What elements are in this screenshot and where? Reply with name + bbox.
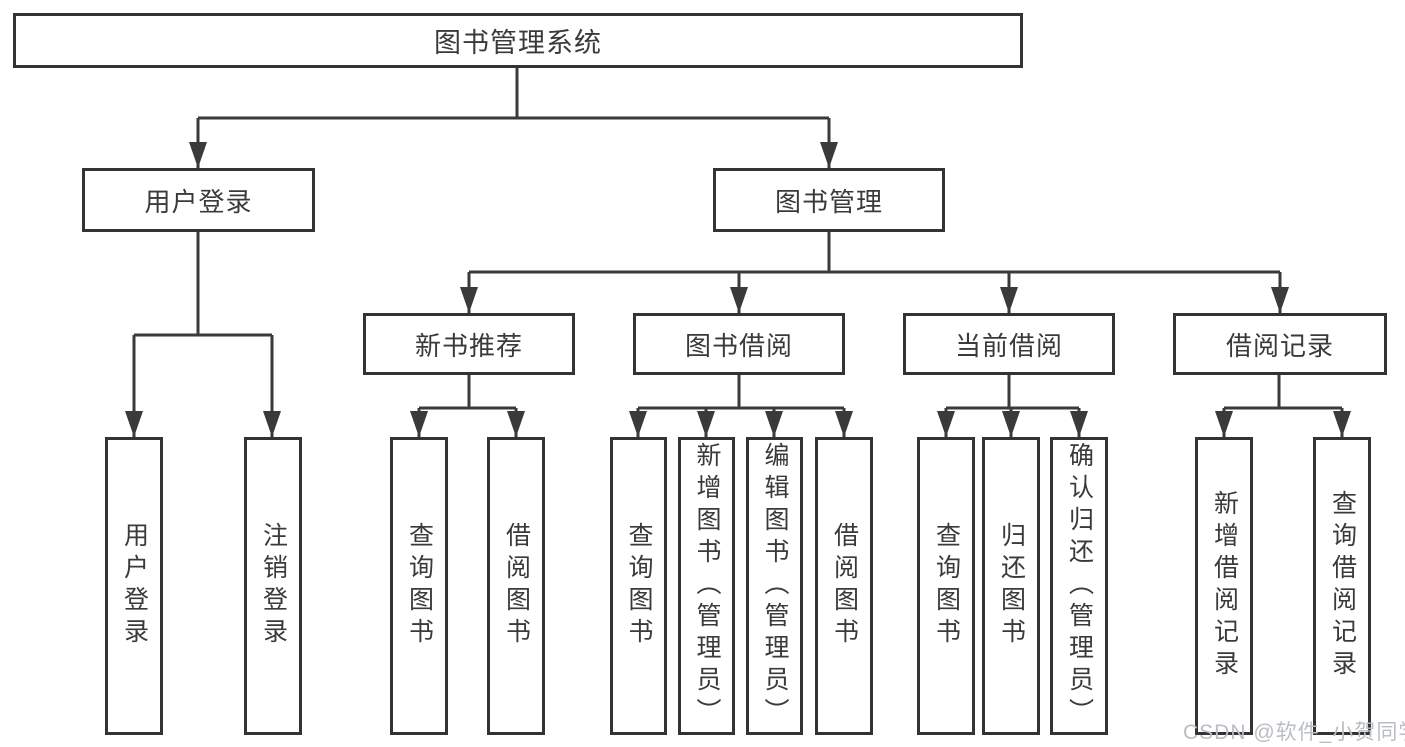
leaf-borrow-books-recommend: 借阅图书 [487,437,545,735]
leaf-logout: 注销登录 [244,437,302,735]
node-label: 图书管理 [774,186,883,217]
leaf-query-books-recommend: 查询图书 [390,437,448,735]
node-label: 新增图书（管理员） [693,442,721,730]
leaf-query-borrow-record: 查询借阅记录 [1313,437,1371,735]
node-user-login: 用户登录 [82,168,315,232]
node-label: 查询图书 [405,522,434,650]
leaf-query-books-current: 查询图书 [917,437,975,735]
node-label: 借阅图书 [830,522,859,650]
node-label: 查询图书 [625,522,653,650]
node-current-borrow: 当前借阅 [903,313,1115,375]
node-label: 编辑图书（管理员） [761,442,789,730]
node-label: 注销登录 [259,522,288,650]
leaf-add-books-admin: 新增图书（管理员） [678,437,735,735]
leaf-query-books-borrow: 查询图书 [610,437,667,735]
leaf-borrow-books: 借阅图书 [815,437,873,735]
node-new-book-recommend: 新书推荐 [363,313,575,375]
node-root-system: 图书管理系统 [13,13,1023,68]
node-label: 借阅图书 [502,522,531,650]
node-label: 查询图书 [932,522,961,650]
node-label: 图书借阅 [684,330,793,361]
node-label: 新增借阅记录 [1210,490,1239,682]
node-label: 确认归还（管理员） [1065,442,1094,730]
node-label: 用户登录 [120,522,149,650]
node-label: 新书推荐 [414,330,523,361]
leaf-edit-books-admin: 编辑图书（管理员） [746,437,803,735]
leaf-return-books: 归还图书 [982,437,1040,735]
node-label: 归还图书 [997,522,1026,650]
arrowhead-icons [125,142,1351,437]
node-book-management: 图书管理 [713,168,945,232]
csdn-watermark: CSDN @软件_小贺同学 [1183,721,1405,744]
node-label: 当前借阅 [954,330,1063,361]
node-book-borrow: 图书借阅 [633,313,845,375]
node-label: 查询借阅记录 [1328,490,1357,682]
node-label: 借阅记录 [1225,330,1334,361]
leaf-user-login: 用户登录 [105,437,163,735]
leaf-confirm-return-admin: 确认归还（管理员） [1050,437,1108,735]
node-label: 用户登录 [144,186,253,217]
node-borrow-records: 借阅记录 [1173,313,1387,375]
leaf-add-borrow-record: 新增借阅记录 [1195,437,1253,735]
node-label: 图书管理系统 [434,28,602,58]
